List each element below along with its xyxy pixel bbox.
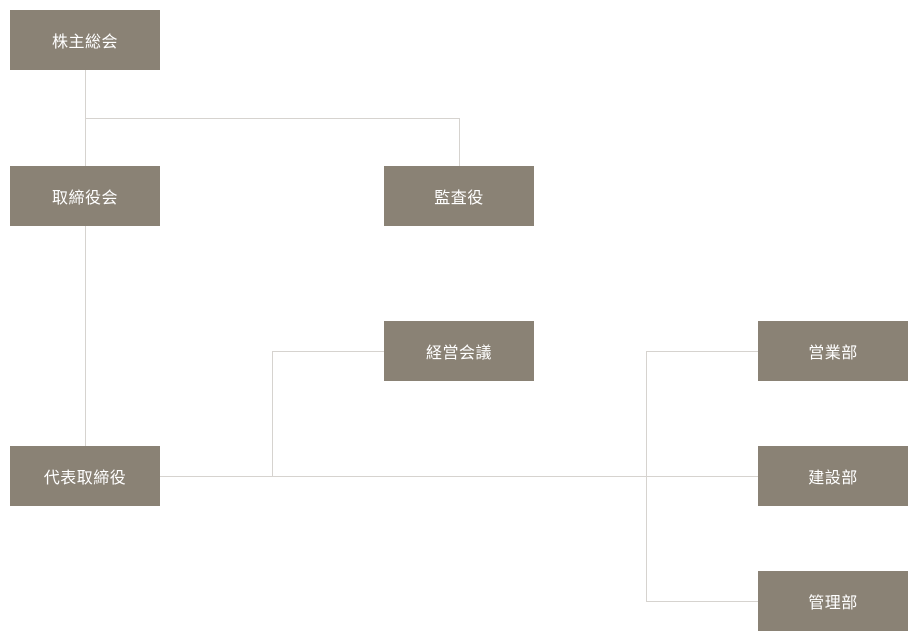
- node-sales-department: 営業部: [758, 321, 908, 381]
- node-administration-department: 管理部: [758, 571, 908, 631]
- connector-to-administration: [646, 601, 758, 602]
- node-auditor-label: 監査役: [434, 188, 484, 207]
- connector-representative-main: [160, 476, 758, 477]
- node-shareholders-meeting: 株主総会: [10, 10, 160, 70]
- connector-to-management-vertical: [272, 351, 273, 476]
- node-sales-department-label: 営業部: [808, 343, 858, 362]
- node-representative-director-label: 代表取締役: [43, 468, 127, 487]
- connector-to-management-horizontal: [272, 351, 384, 352]
- connector-to-auditor-horizontal: [85, 118, 460, 119]
- node-representative-director: 代表取締役: [10, 446, 160, 506]
- connector-board-representative: [85, 226, 86, 446]
- node-management-meeting-label: 経営会議: [425, 343, 492, 362]
- node-administration-department-label: 管理部: [808, 593, 858, 612]
- node-board-of-directors-label: 取締役会: [51, 188, 118, 207]
- node-shareholders-meeting-label: 株主総会: [51, 32, 118, 51]
- connector-departments-vertical: [646, 351, 647, 601]
- node-construction-department: 建設部: [758, 446, 908, 506]
- connector-to-sales: [646, 351, 758, 352]
- node-auditor: 監査役: [384, 166, 534, 226]
- node-board-of-directors: 取締役会: [10, 166, 160, 226]
- node-management-meeting: 経営会議: [384, 321, 534, 381]
- node-construction-department-label: 建設部: [808, 468, 858, 487]
- connector-to-auditor-vertical: [459, 118, 460, 166]
